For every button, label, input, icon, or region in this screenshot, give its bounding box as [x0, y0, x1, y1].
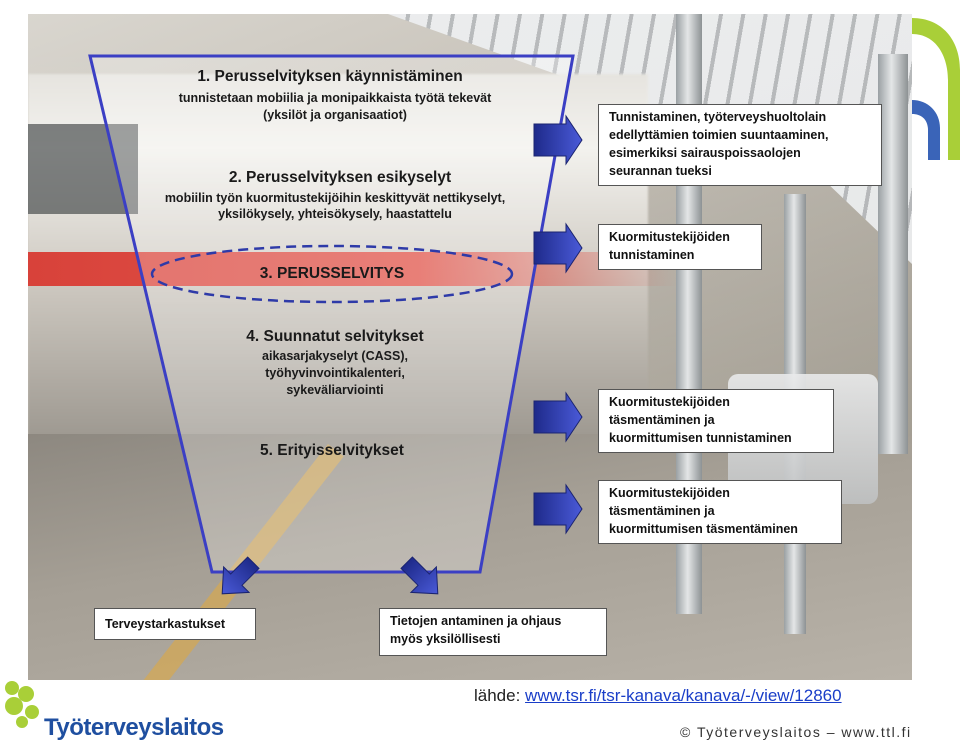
step-3-title: 3. PERUSSELVITYS: [259, 265, 405, 282]
result-box-1-line-3: esimerkiksi sairauspoissaolojen: [609, 146, 801, 160]
perusselvitys-ellipse: [150, 244, 514, 304]
outcome-box-2-line-2: myös yksilöllisesti: [390, 632, 501, 646]
result-box-2: Kuormitustekijöiden tunnistaminen: [598, 224, 762, 270]
result-box-4-line-2: täsmentäminen ja: [609, 504, 715, 518]
arrow-down-left-icon: [221, 556, 260, 595]
result-box-1: Tunnistaminen, työterveyshuoltolain edel…: [598, 104, 882, 186]
arrow-right-icon: [533, 222, 583, 274]
step-4-line-3: sykeväliarviointi: [286, 383, 384, 397]
source-prefix: lähde:: [474, 686, 526, 705]
step-1-line-2: (yksilöt ja organisaatiot): [263, 108, 407, 122]
pillar: [878, 54, 908, 454]
logo-mark-icon: [5, 681, 39, 728]
result-box-3: Kuormitustekijöiden täsmentäminen ja kuo…: [598, 389, 834, 453]
logo-wordmark: Työterveyslaitos: [44, 714, 224, 741]
source-line: lähde: www.tsr.fi/tsr-kanava/kanava/-/vi…: [474, 686, 842, 706]
step-1-title: 1. Perusselvityksen käynnistäminen: [197, 68, 463, 85]
arrow-right-icon: [533, 391, 583, 443]
arrow-right-icon: [533, 483, 583, 535]
arrow-right-icon: [533, 114, 583, 166]
step-4-line-2: työhyvinvointikalenteri,: [265, 366, 405, 380]
result-box-1-line-2: edellyttämien toimien suuntaaminen,: [609, 128, 829, 142]
arrow-down-right-icon: [400, 556, 439, 595]
result-box-3-line-1: Kuormitustekijöiden: [609, 395, 730, 409]
outcome-box-2-line-1: Tietojen antaminen ja ohjaus: [390, 614, 562, 628]
source-link[interactable]: www.tsr.fi/tsr-kanava/kanava/-/view/1286…: [525, 686, 842, 705]
step-2-line-1: mobiilin työn kuormitustekijöihin keskit…: [164, 191, 506, 205]
result-box-3-line-3: kuormittumisen tunnistaminen: [609, 431, 792, 445]
result-box-2-line-2: tunnistaminen: [609, 248, 695, 262]
result-box-4-line-1: Kuormitustekijöiden: [609, 486, 730, 500]
outcome-box-1-line-1: Terveystarkastukset: [105, 617, 225, 631]
step-5-title: 5. Erityisselvitykset: [260, 442, 404, 459]
result-box-2-line-1: Kuormitustekijöiden: [609, 230, 730, 244]
funnel-outline: [88, 54, 575, 574]
result-box-3-line-2: täsmentäminen ja: [609, 413, 715, 427]
step-1-line-1: tunnistetaan mobiilia ja monipaikkaista …: [178, 91, 492, 105]
result-box-4-line-3: kuormittumisen täsmentäminen: [609, 522, 798, 536]
result-box-1-line-1: Tunnistaminen, työterveyshuoltolain: [609, 110, 827, 124]
step-2-line-2: yksilökysely, yhteisökysely, haastattelu: [218, 207, 452, 221]
step-2-title: 2. Perusselvityksen esikyselyt: [228, 169, 452, 186]
train-window: [28, 124, 138, 214]
result-box-4: Kuormitustekijöiden täsmentäminen ja kuo…: [598, 480, 842, 544]
step-4-title: 4. Suunnatut selvitykset: [246, 328, 424, 345]
result-box-1-line-4: seurannan tueksi: [609, 164, 712, 178]
corner-decoration: [912, 18, 960, 160]
outcome-box-1: Terveystarkastukset: [94, 608, 256, 640]
step-4-line-1: aikasarjakyselyt (CASS),: [262, 349, 408, 363]
outcome-box-2: Tietojen antaminen ja ohjaus myös yksilö…: [379, 608, 607, 656]
footer-copyright: © Työterveyslaitos – www.ttl.fi: [680, 724, 912, 740]
